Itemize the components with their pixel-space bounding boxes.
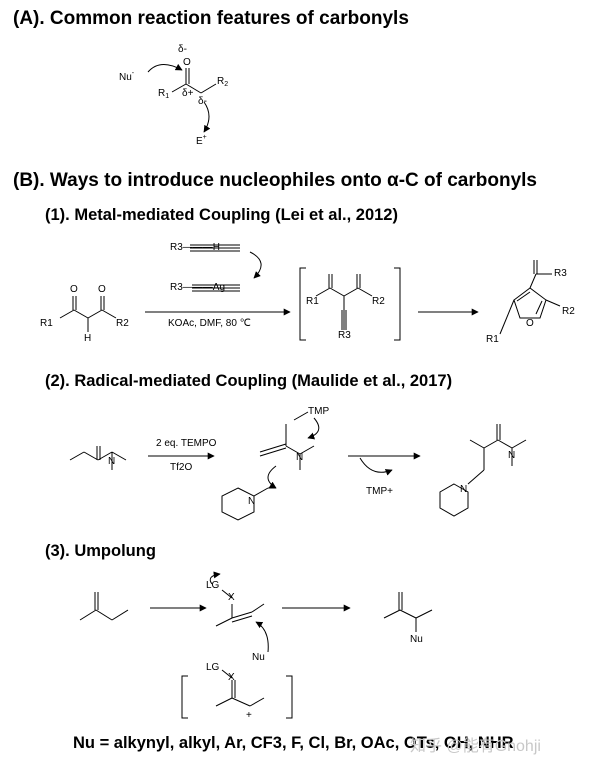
conditions-label: KOAc, DMF, 80 ℃ — [168, 318, 251, 329]
product-r1: R1 — [486, 334, 499, 345]
product-r3: R3 — [554, 268, 567, 279]
alkyne-h-reagent: R3———H — [170, 242, 221, 253]
product-amide-n: N — [508, 450, 516, 461]
subsection-3-title: (3). Umpolung — [45, 542, 156, 560]
start-r1: R1 — [40, 318, 53, 329]
diketone-start — [59, 296, 117, 332]
start-h: H — [84, 333, 92, 344]
start-r2: R2 — [116, 318, 129, 329]
delta-minus-oxygen: δ- — [178, 44, 187, 55]
nu-label: Nu — [252, 652, 265, 663]
alkyne-ag-reagent: R3———Ag — [170, 282, 226, 293]
r1-label: R1 — [158, 88, 170, 100]
product-nu-label: Nu — [410, 634, 423, 645]
furan-product — [499, 260, 561, 335]
electrophile-label: E+ — [196, 134, 207, 147]
product-r2: R2 — [562, 306, 575, 317]
r2-label: R2 — [217, 76, 229, 88]
x-label: X — [228, 592, 235, 603]
nucleophile-list: Nu = alkynyl, alkyl, Ar, CF3, F, Cl, Br,… — [73, 734, 514, 752]
watermark: 知乎 @能有Gnohji — [410, 738, 541, 755]
subsection-1-title: (1). Metal-mediated Coupling (Lei et al.… — [45, 206, 398, 224]
product-furan-o: O — [526, 318, 534, 329]
tempo-n: N — [248, 496, 256, 507]
tempo-ring — [221, 487, 276, 521]
oxygen-label: O — [183, 57, 191, 68]
section-b-title: (B). Ways to introduce nucleophiles onto… — [13, 170, 538, 191]
resonance-structure — [215, 669, 265, 707]
subsection-2-title: (2). Radical-mediated Coupling (Maulide … — [45, 372, 453, 390]
umpolung-intermediate — [215, 589, 265, 627]
electrophile-arrow — [203, 101, 211, 133]
tmp-label: TMP — [308, 406, 330, 417]
umpolung-product — [383, 592, 433, 632]
tempo-reagent: 2 eq. TEMPO — [156, 438, 217, 449]
intermediate-diketone — [315, 274, 373, 330]
intermediate-r3: R3 — [338, 330, 351, 341]
ketone-start — [79, 592, 129, 621]
alkoxyamine-product — [439, 424, 527, 517]
tf2o-reagent: Tf2O — [170, 462, 193, 473]
nucleophile-label: Nu- — [119, 70, 135, 83]
delta-plus-label: δ+ — [182, 88, 194, 99]
product-n: N — [460, 484, 468, 495]
amide-start — [69, 446, 127, 470]
intermediate-r1: R1 — [306, 296, 319, 307]
carbonyl-structure — [171, 68, 217, 94]
intermediate-r2: R2 — [372, 296, 385, 307]
amide-n: N — [108, 456, 116, 467]
resonance-x-label: X — [228, 672, 235, 683]
resonance-lg-label: LG — [206, 662, 220, 673]
start-o2: O — [98, 284, 106, 295]
section-a-title: (A). Common reaction features of carbony… — [13, 8, 409, 29]
keteniminium-intermediate — [259, 411, 315, 470]
tmp-cation-label: TMP+ — [366, 486, 393, 497]
nucleophile-attack-arrow — [147, 63, 183, 73]
resonance-plus: + — [246, 710, 252, 721]
intermediate-n: N — [296, 452, 304, 463]
delta-minus-carbon: δ- — [198, 96, 207, 107]
start-o1: O — [70, 284, 78, 295]
lg-label: LG — [206, 580, 220, 591]
